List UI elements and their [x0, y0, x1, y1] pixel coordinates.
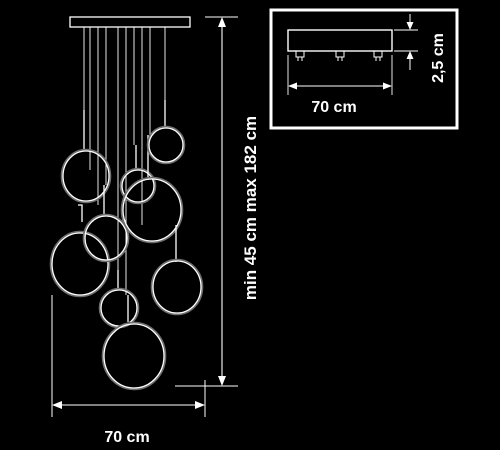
- globe-2: [51, 232, 109, 296]
- globe-2-shade: [49, 230, 111, 298]
- width-dimension-label: 70 cm: [104, 429, 149, 446]
- globe-6-shade: [119, 167, 157, 205]
- globe-5: [103, 323, 165, 389]
- globe-5-shade: [101, 321, 167, 391]
- inset-height-label: 2,5 cm: [430, 33, 447, 83]
- globe-8: [152, 260, 202, 314]
- ceiling-canopy: [69, 16, 191, 28]
- inset-sockets: [295, 50, 383, 61]
- width-dimension: [51, 295, 206, 417]
- height-dimension: [175, 16, 238, 387]
- globe-3-shade: [82, 213, 130, 263]
- globe-7: [122, 178, 182, 242]
- globe-9-shade: [146, 125, 186, 165]
- globe-7-shade: [120, 176, 184, 244]
- inset-canopy: [287, 29, 393, 52]
- globe-9: [148, 127, 184, 163]
- height-dimension-label: min 45 cm max 182 cm: [241, 116, 260, 300]
- globe-1-shade: [60, 148, 112, 204]
- globe-4-shade: [98, 287, 140, 329]
- glass-globes: [49, 100, 204, 391]
- canopy-detail-inset: [269, 8, 459, 130]
- inset-width-label: 70 cm: [311, 99, 356, 116]
- globe-3: [84, 215, 128, 261]
- globe-4: [100, 289, 138, 327]
- pendant-cables: [83, 27, 166, 295]
- globe-8-shade: [150, 258, 204, 316]
- globe-6: [121, 169, 155, 203]
